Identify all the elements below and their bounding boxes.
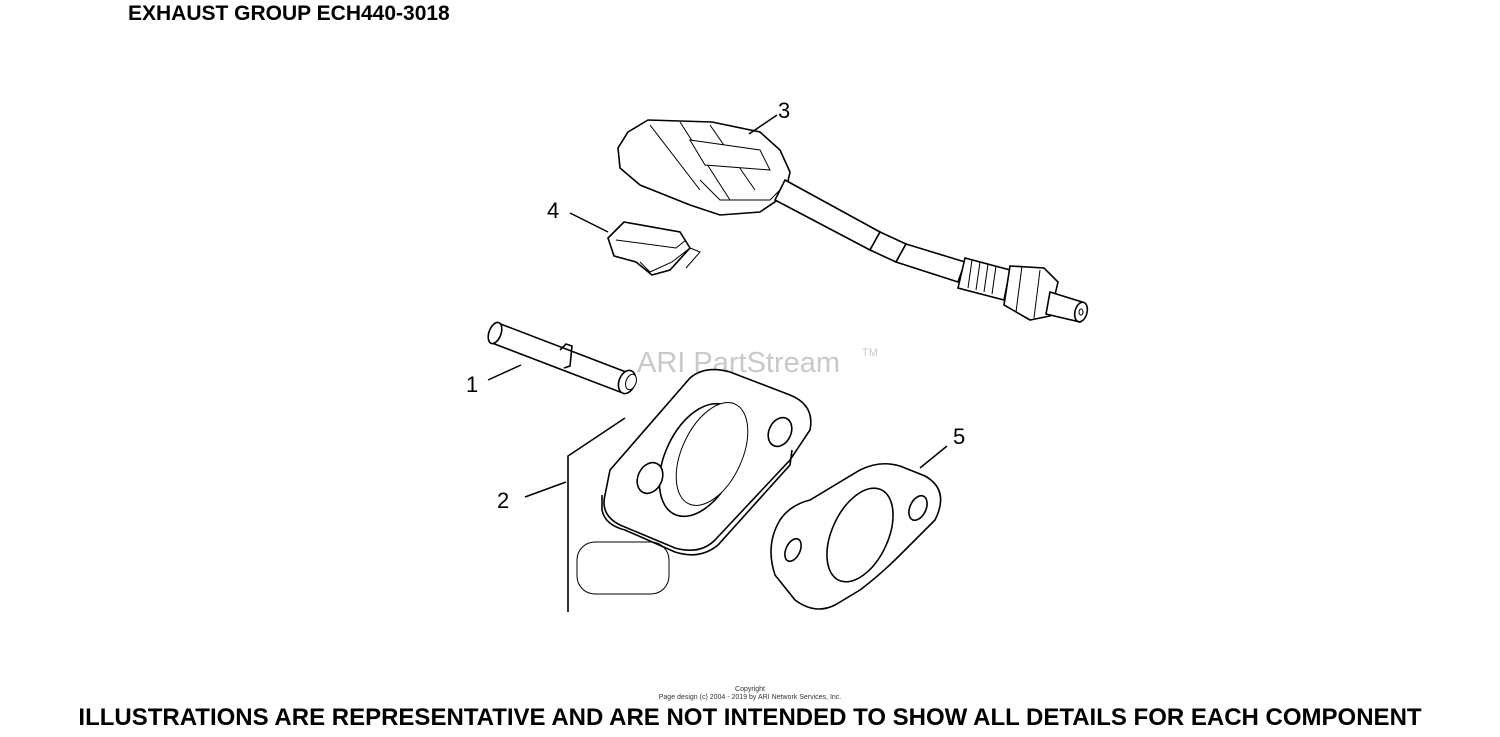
callout-4[interactable]: 4	[547, 198, 559, 223]
part-1-pin[interactable]	[486, 321, 639, 396]
part-5-gasket[interactable]	[770, 462, 942, 610]
callout-1[interactable]: 1	[466, 372, 478, 397]
leader-line-3	[748, 114, 778, 135]
copyright-line-1: Copyright	[735, 686, 765, 693]
watermark-text: ARI PartStream	[637, 347, 840, 379]
part-3-oxygen-sensor[interactable]	[617, 119, 1089, 323]
callout-3[interactable]: 3	[778, 98, 790, 123]
page-title: EXHAUST GROUP ECH440-3018	[128, 2, 450, 25]
callout-2[interactable]: 2	[497, 488, 509, 513]
copyright-notice: Copyright Page design (c) 2004 - 2019 by…	[0, 686, 1500, 702]
part-2-spacer-plate[interactable]	[567, 368, 812, 612]
part-4-clip[interactable]	[607, 221, 701, 276]
leader-line-4	[569, 212, 609, 233]
copyright-line-2: Page design (c) 2004 - 2019 by ARI Netwo…	[658, 694, 842, 701]
watermark-tm: TM	[862, 347, 878, 359]
callout-5[interactable]: 5	[953, 424, 965, 449]
leader-line-2	[524, 481, 567, 498]
watermark: ARI PartStream TM	[637, 347, 878, 379]
disclaimer-text: ILLUSTRATIONS ARE REPRESENTATIVE AND ARE…	[78, 704, 1422, 731]
leader-line-5	[919, 445, 948, 469]
leader-line-1	[487, 364, 522, 381]
